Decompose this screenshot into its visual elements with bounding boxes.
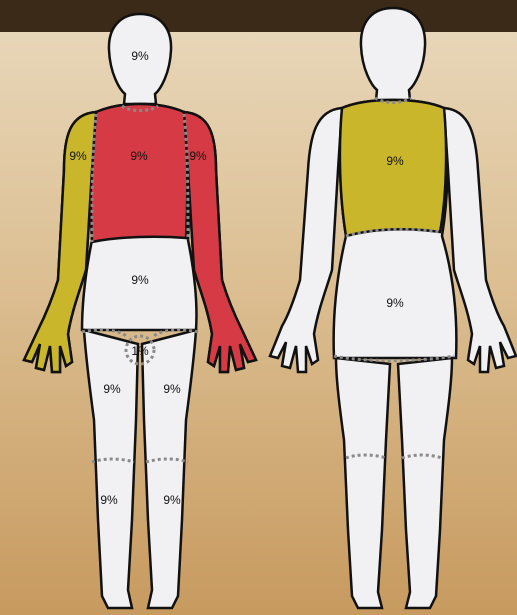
front-lower-leg-left-label: 9% xyxy=(100,493,118,507)
front-head-label: 9% xyxy=(131,49,149,63)
front-lower-leg-right-label: 9% xyxy=(163,493,181,507)
front-groin-label: 1% xyxy=(131,344,149,358)
back-upper-label: 9% xyxy=(386,154,404,168)
front-upper-leg-left-label: 9% xyxy=(103,382,121,396)
front-abdomen-label: 9% xyxy=(131,273,149,287)
front-chest-label: 9% xyxy=(130,149,148,163)
front-figure: 9% 9% 9% 9% 9% 1% 9% 9% 9% 9% xyxy=(24,14,256,608)
back-figure: 9% 9% xyxy=(270,8,516,608)
front-right-arm-label: 9% xyxy=(189,149,207,163)
front-upper-leg-right-label: 9% xyxy=(163,382,181,396)
back-lower-label: 9% xyxy=(386,296,404,310)
front-chest-region xyxy=(91,104,188,242)
front-left-arm-label: 9% xyxy=(69,149,87,163)
back-upper-region xyxy=(340,100,446,236)
